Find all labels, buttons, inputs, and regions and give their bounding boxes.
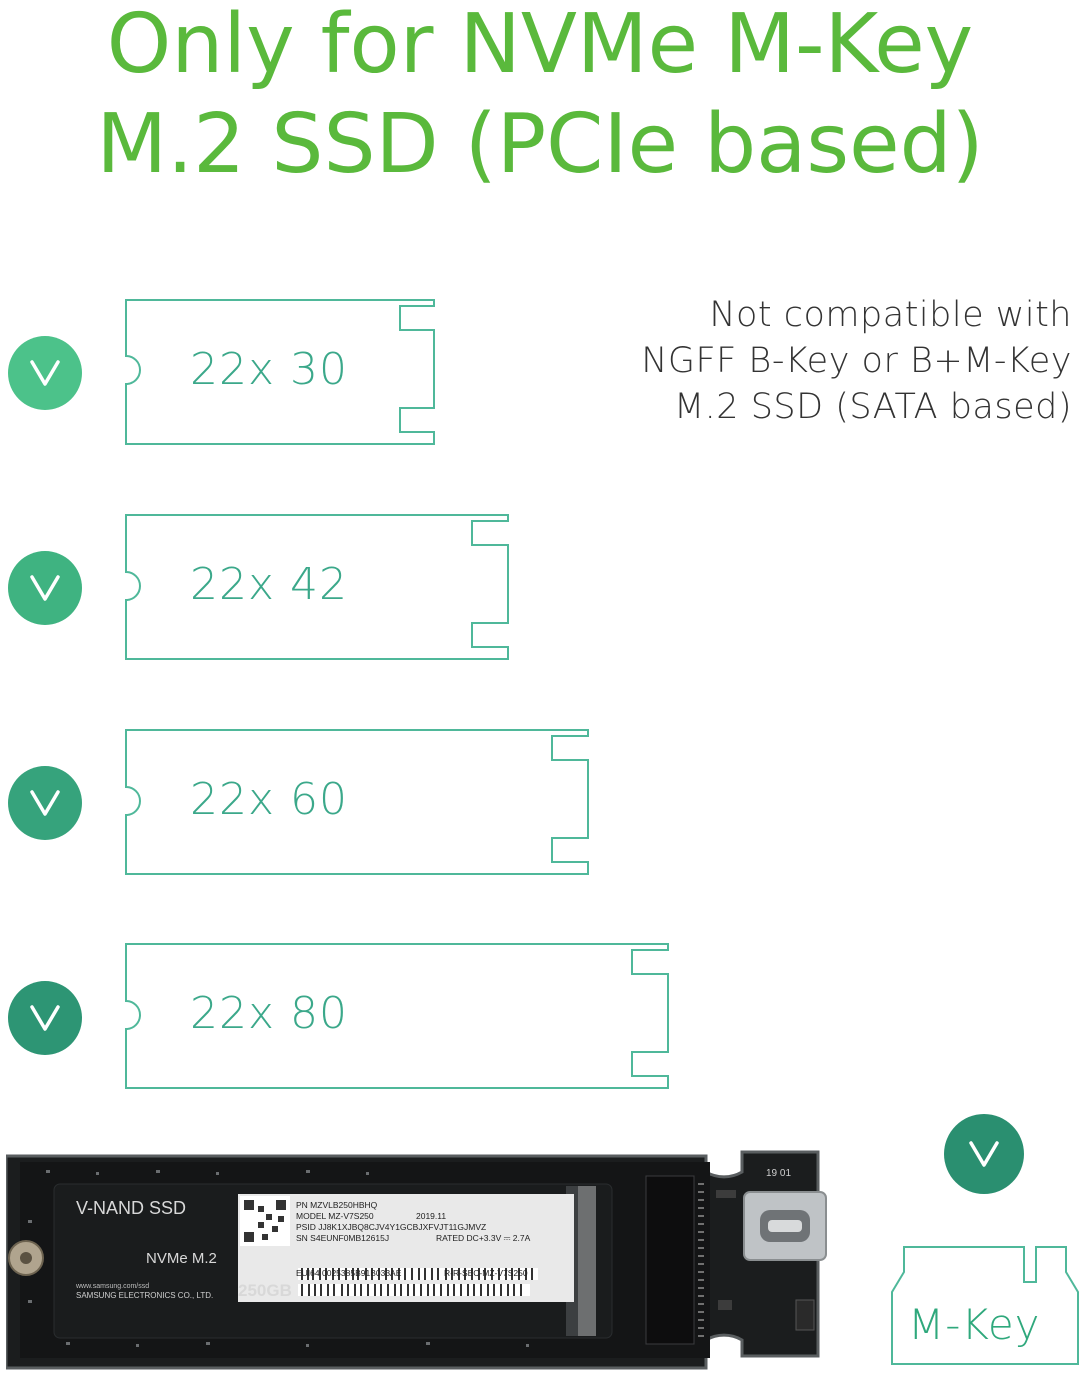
check-icon xyxy=(969,1141,999,1167)
check-icon xyxy=(30,790,60,816)
card-outline-22x30 xyxy=(125,299,435,445)
ssd-cert: R-R-SEC-MZ-V7S250 xyxy=(444,1268,528,1278)
ssd-pn: PN MZVLB250HBHQ xyxy=(296,1200,378,1210)
check-badge-22x80 xyxy=(8,981,82,1055)
usb-c-port-icon xyxy=(743,1191,827,1261)
size-label-22x42: 22x 42 xyxy=(190,559,349,610)
ssd-capacity: 250GB xyxy=(238,1281,292,1300)
check-badge-m-key xyxy=(944,1114,1024,1194)
ssd-enclosure-photo: V-NAND SSD NVMe M.2 www.samsung.com/ssd … xyxy=(6,1150,827,1370)
m-key-label: M-Key xyxy=(908,1300,1041,1349)
ssd-eui: EUI64 0025385B91B033AE xyxy=(296,1268,402,1278)
board-marking: 19 01 xyxy=(766,1168,791,1179)
ssd-date: 2019.11 xyxy=(416,1211,446,1221)
screw-icon xyxy=(8,1240,44,1276)
note-line-3: M.2 SSD (SATA based) xyxy=(673,387,1072,427)
check-badge-22x30 xyxy=(8,336,82,410)
card-outline-22x80 xyxy=(125,943,669,1089)
check-icon xyxy=(30,575,60,601)
ssd-psid: PSID JJ8K1XJBQ8CJV4Y1GCBJXFVJT11GJMVZ xyxy=(296,1222,486,1232)
note-line-1: Not compatible with xyxy=(709,295,1072,335)
ssd-brand: V-NAND SSD xyxy=(76,1198,186,1218)
m-key-connector-outline xyxy=(891,1246,1079,1365)
ssd-url: www.samsung.com/ssd xyxy=(75,1283,149,1290)
card-outline-22x60 xyxy=(125,729,589,875)
check-icon xyxy=(30,360,60,386)
check-badge-22x42 xyxy=(8,551,82,625)
ssd-model: MODEL MZ-V7S250 xyxy=(296,1211,374,1221)
check-badge-22x60 xyxy=(8,766,82,840)
card-outline-22x42 xyxy=(125,514,509,660)
page-title-line-1: Only for NVMe M-Key xyxy=(106,0,974,92)
ssd-maker: SAMSUNG ELECTRONICS CO., LTD. xyxy=(76,1291,213,1300)
ssd-sn: SN S4EUNF0MB12615J xyxy=(296,1233,389,1243)
compatibility-note: Not compatible with NGFF B-Key or B+M-Ke… xyxy=(641,292,1072,430)
size-label-22x80: 22x 80 xyxy=(190,988,349,1039)
page-title-line-2: M.2 SSD (PCIe based) xyxy=(96,97,984,192)
check-icon xyxy=(30,1005,60,1031)
note-line-2: NGFF B-Key or B+M-Key xyxy=(641,341,1072,381)
ssd-rated: RATED DC+3.3V ⎓ 2.7A xyxy=(436,1233,531,1243)
ssd-type: NVMe M.2 xyxy=(146,1250,217,1267)
size-label-22x60: 22x 60 xyxy=(190,774,349,825)
size-label-22x30: 22x 30 xyxy=(190,344,349,395)
